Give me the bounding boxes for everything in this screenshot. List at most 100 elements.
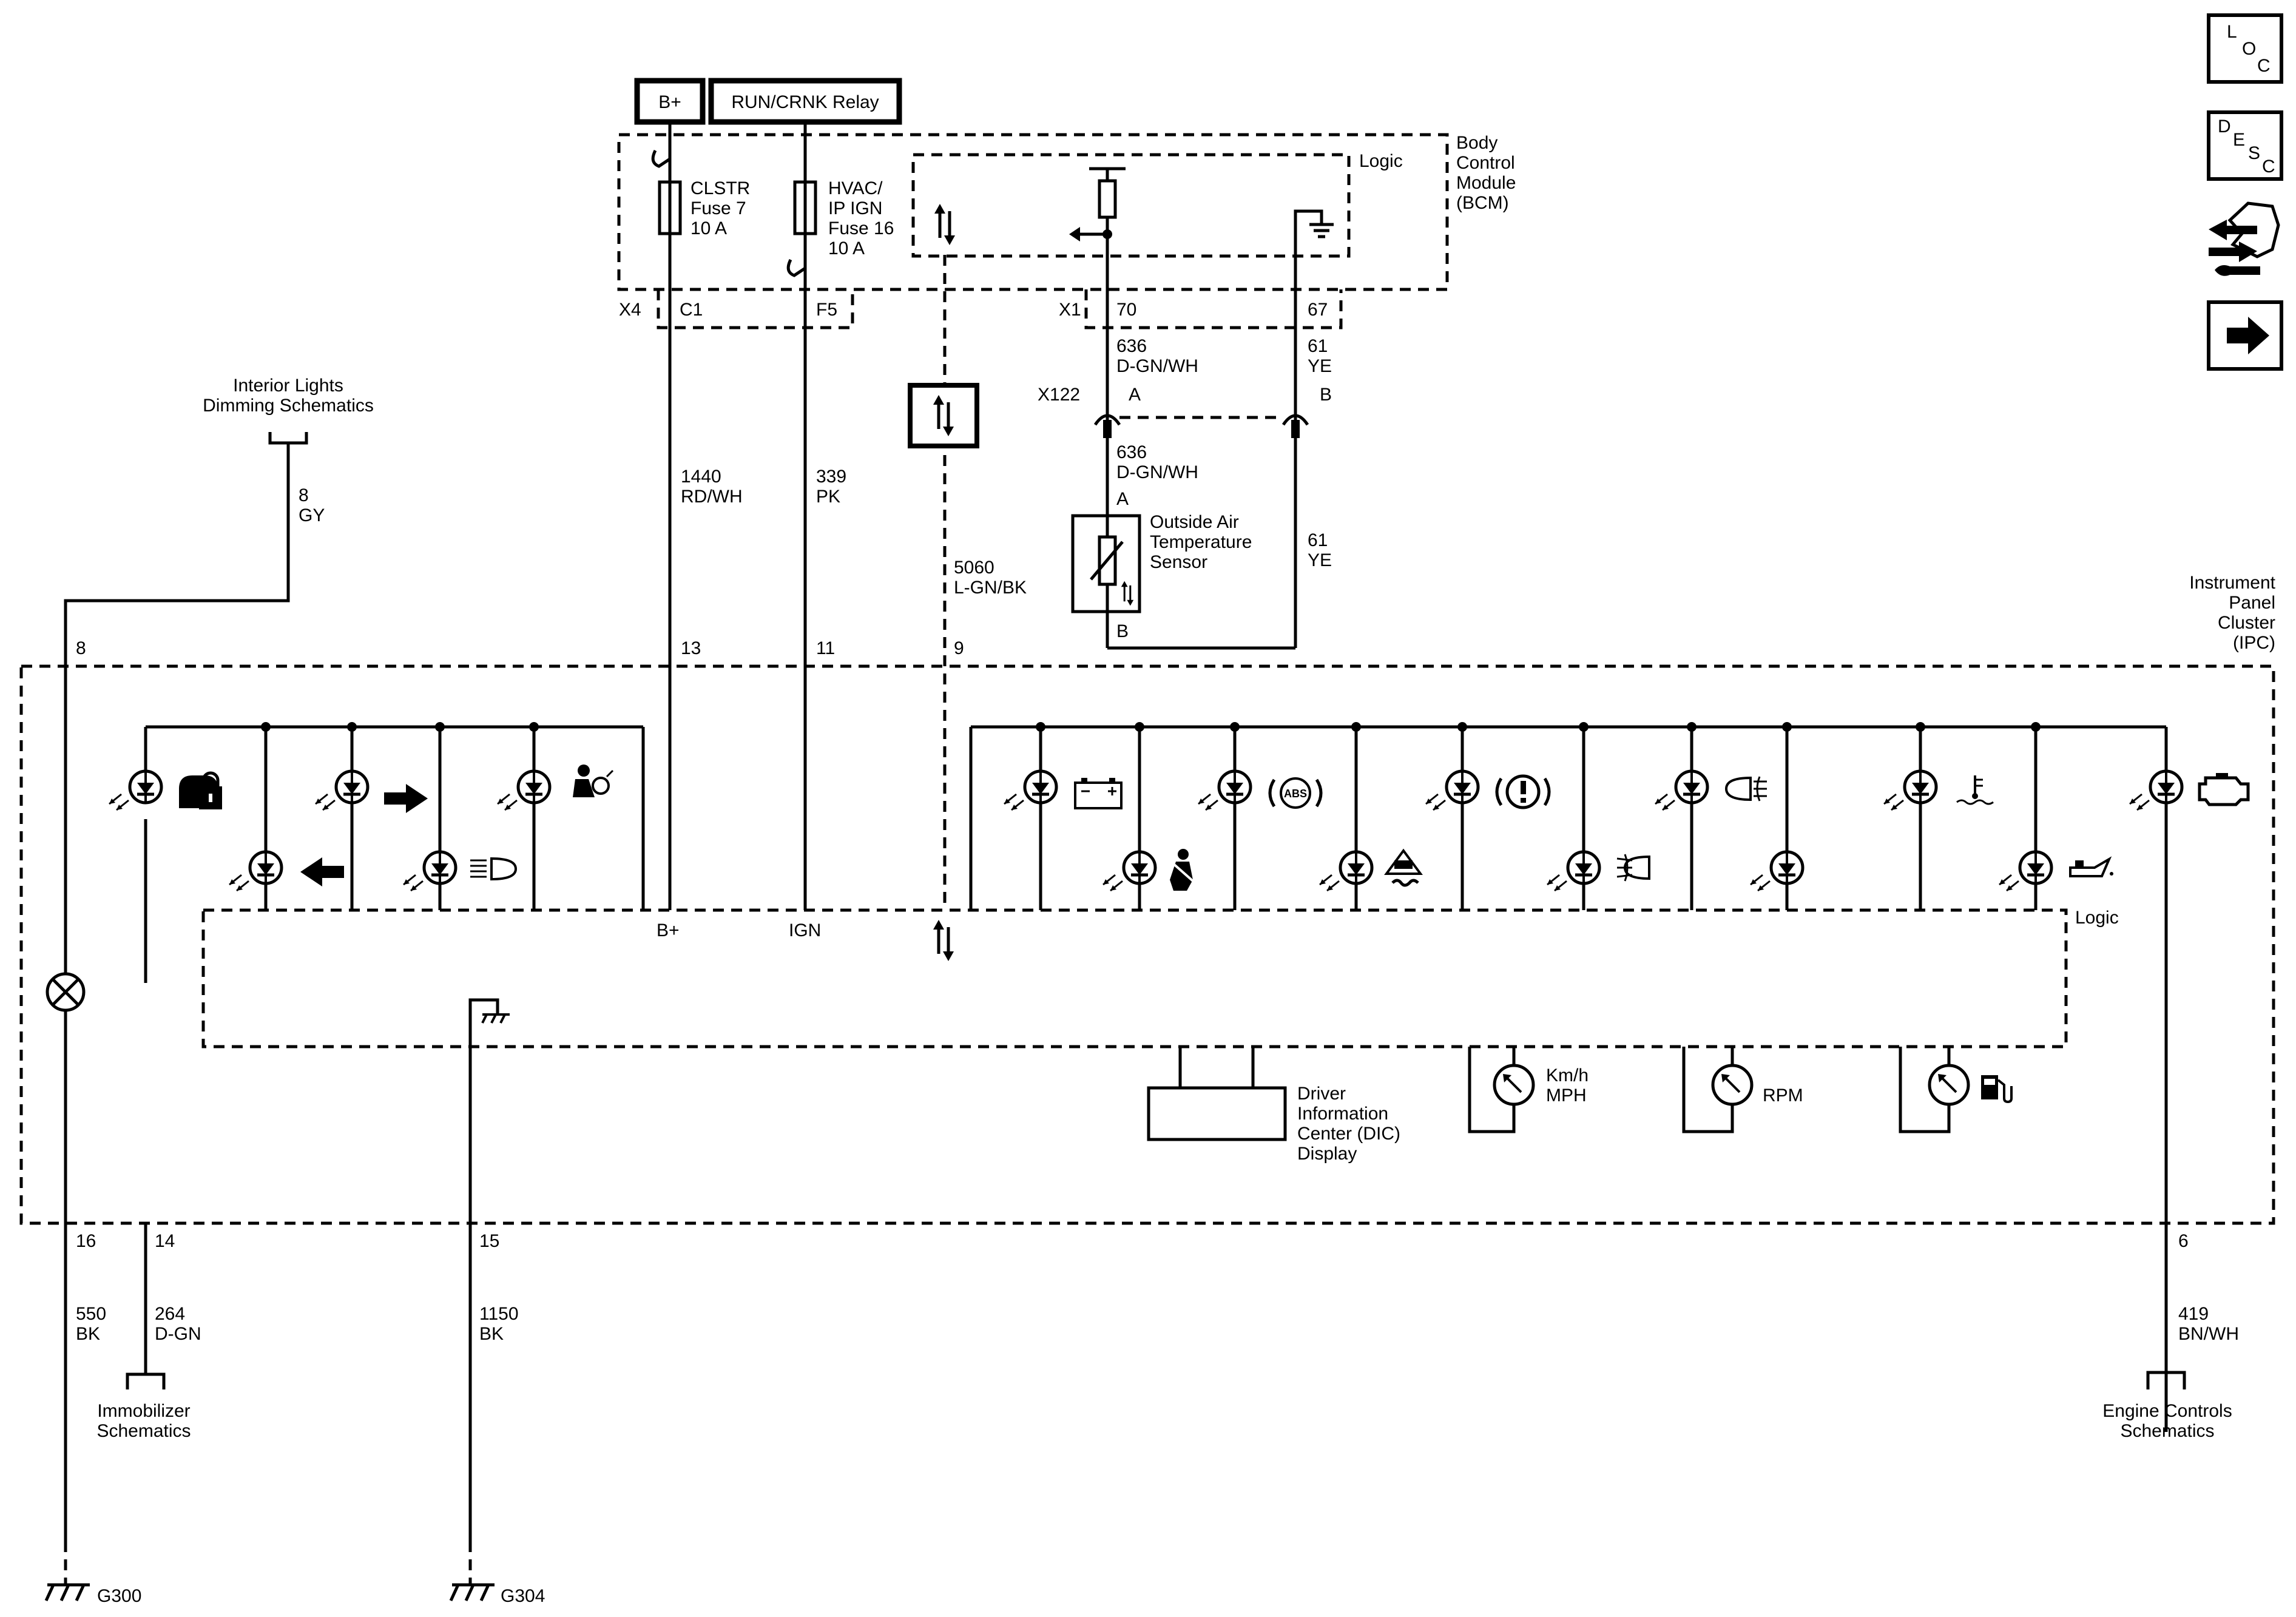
- ipc-logic-box: [201, 908, 2068, 1048]
- svg-text:1440: 1440: [681, 467, 721, 487]
- wire-61-lower-label: 61 YE: [1308, 530, 1332, 570]
- rear-fog-indicator-lamp: [1655, 771, 1707, 810]
- svg-text:C: C: [2262, 157, 2275, 177]
- desc-button[interactable]: D E S C: [2207, 110, 2283, 181]
- tachometer-label: RPM: [1763, 1085, 1803, 1106]
- high-beam-icon: [470, 857, 518, 881]
- svg-text:BK: BK: [76, 1324, 100, 1344]
- ground-g300-label: G300: [97, 1586, 141, 1606]
- loc-button[interactable]: L O C: [2207, 13, 2283, 84]
- ipc-serial-data-icon: [933, 920, 954, 961]
- svg-text:GY: GY: [299, 505, 325, 525]
- svg-text:10 A: 10 A: [828, 238, 865, 258]
- svg-text:339: 339: [816, 467, 846, 487]
- seatbelt-indicator-lamp: [1103, 852, 1155, 891]
- svg-text:CLSTR: CLSTR: [690, 178, 750, 198]
- svg-text:L: L: [2227, 22, 2237, 42]
- sensor-pin-a-label: A: [1116, 489, 1129, 509]
- fuse16-out-symbol: [786, 234, 807, 277]
- right-turn-indicator-lamp: [316, 771, 368, 810]
- ipc-pin-6: 6: [2178, 1231, 2189, 1251]
- svg-text:Driver: Driver: [1297, 1084, 1346, 1104]
- oil-pressure-indicator-lamp: [1999, 852, 2051, 891]
- wire-339-label: 339 PK: [816, 467, 846, 507]
- svg-text:O: O: [2242, 39, 2256, 59]
- ipc-name: Instrument Panel Cluster (IPC): [2189, 573, 2275, 653]
- svg-text:Instrument: Instrument: [2189, 573, 2275, 593]
- svg-text:C: C: [2257, 56, 2271, 76]
- interior-lights-ref-bracket: [268, 432, 308, 445]
- ipc-pin-16: 16: [76, 1231, 96, 1251]
- ipc-pin-11: 11: [816, 638, 835, 658]
- left-turn-indicator-lamp: [229, 852, 282, 891]
- svg-text:61: 61: [1308, 336, 1328, 356]
- wire-419-label: 419 BN/WH: [2178, 1304, 2239, 1344]
- svg-text:Display: Display: [1297, 1144, 1357, 1164]
- left-turn-arrow-icon: [300, 857, 344, 886]
- connector-repair-icon[interactable]: [2209, 201, 2280, 276]
- svg-text:Outside Air: Outside Air: [1150, 512, 1239, 532]
- immobilizer-ref-bracket: [126, 1372, 166, 1389]
- svg-text:Schematics: Schematics: [96, 1421, 191, 1441]
- oil-can-icon: [2069, 856, 2113, 877]
- svg-text:D-GN: D-GN: [155, 1324, 201, 1344]
- interior-lights-ref: Interior Lights Dimming Schematics: [203, 376, 374, 416]
- wire-636-upper-label: 636 D-GN/WH: [1116, 336, 1198, 376]
- svg-text:264: 264: [155, 1304, 185, 1324]
- ipc-pin-13: 13: [681, 638, 701, 658]
- svg-text:Temperature: Temperature: [1150, 532, 1252, 552]
- svg-text:Interior Lights: Interior Lights: [233, 376, 343, 396]
- abs-indicator-lamp: [1198, 771, 1251, 810]
- fuse16-label: HVAC/ IP IGN Fuse 16 10 A: [828, 178, 894, 258]
- ipc-pin-8: 8: [76, 638, 86, 658]
- speedometer-gauge: [1494, 1065, 1533, 1104]
- ipc-bplus-label: B+: [657, 920, 680, 940]
- seatbelt-icon: [1170, 849, 1194, 891]
- fuse7-feed-symbol: [651, 149, 672, 168]
- bplus-source-label: B+: [658, 92, 681, 112]
- svg-text:YE: YE: [1308, 356, 1332, 376]
- svg-text:1150: 1150: [479, 1304, 519, 1324]
- brake-indicator-lamp: [1426, 771, 1478, 810]
- connector-x4-shell: [657, 289, 854, 329]
- svg-text:Center (DIC): Center (DIC): [1297, 1124, 1400, 1144]
- pin-70-label: 70: [1116, 300, 1136, 320]
- svg-text:5060: 5060: [954, 558, 994, 578]
- svg-text:550: 550: [76, 1304, 106, 1324]
- ground-g300-icon: [46, 1585, 90, 1601]
- svg-text:RD/WH: RD/WH: [681, 487, 743, 507]
- wire-1150: [468, 998, 499, 1541]
- svg-text:E: E: [2233, 130, 2245, 150]
- connector-x1-shell: [1084, 289, 1343, 329]
- svg-text:Fuse 7: Fuse 7: [690, 198, 746, 218]
- traction-control-icon: [1384, 848, 1423, 887]
- svg-text:Km/h: Km/h: [1546, 1065, 1589, 1085]
- ipc-logic-label: Logic: [2075, 908, 2119, 928]
- abs-icon: ABS: [1268, 777, 1323, 809]
- svg-text:D: D: [2218, 116, 2231, 137]
- wire-264-label: 264 D-GN: [155, 1304, 201, 1344]
- svg-text:D-GN/WH: D-GN/WH: [1116, 356, 1198, 376]
- wire-636-lower-label: 636 D-GN/WH: [1116, 442, 1198, 482]
- svg-text:S: S: [2248, 143, 2260, 163]
- next-page-button[interactable]: [2207, 300, 2283, 371]
- security-lock-icon: [179, 771, 222, 809]
- ground-g304-label: G304: [501, 1586, 545, 1606]
- svg-text:Information: Information: [1297, 1104, 1388, 1124]
- pin-67-label: 67: [1308, 300, 1328, 320]
- speedometer-label: Km/h MPH: [1546, 1065, 1589, 1106]
- coolant-temp-icon: [1956, 775, 1994, 805]
- svg-text:MPH: MPH: [1546, 1085, 1587, 1106]
- svg-text:419: 419: [2178, 1304, 2209, 1324]
- x122-pin-a-terminal: [1103, 420, 1112, 438]
- immobilizer-ref: Immobilizer Schematics: [96, 1401, 191, 1441]
- run-crnk-relay-label: RUN/CRNK Relay: [731, 92, 879, 112]
- pin-f5-label: F5: [816, 300, 837, 320]
- svg-text:HVAC/: HVAC/: [828, 178, 883, 198]
- brake-warning-icon: [1495, 774, 1551, 809]
- svg-text:Control: Control: [1456, 153, 1515, 173]
- bcm-logic-label: Logic: [1359, 151, 1403, 171]
- svg-text:D-GN/WH: D-GN/WH: [1116, 462, 1198, 482]
- right-turn-arrow-icon: [384, 784, 428, 813]
